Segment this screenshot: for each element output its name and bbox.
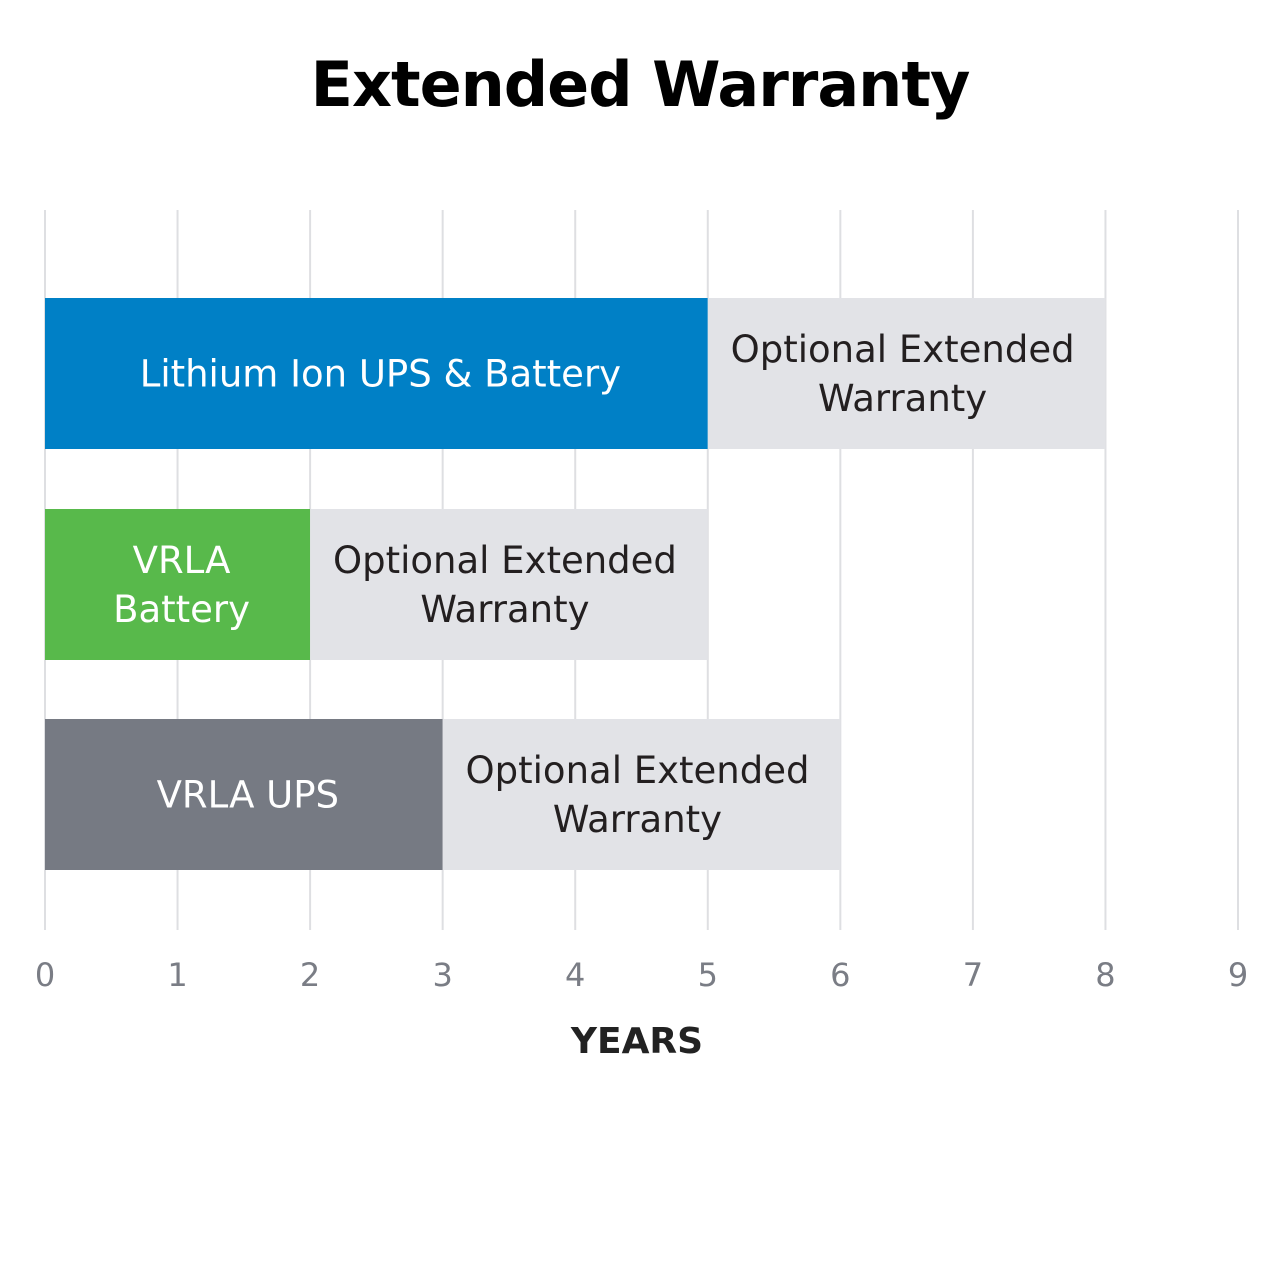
bar-standard-warranty bbox=[45, 509, 311, 660]
x-tick-label: 6 bbox=[830, 956, 850, 994]
x-axis-title: YEARS bbox=[570, 1021, 703, 1062]
chart-title: Extended Warranty bbox=[310, 48, 971, 121]
bar-label-standard: Lithium Ion UPS & Battery bbox=[140, 353, 621, 396]
x-axis-ticks: 0 1 2 3 4 5 6 7 8 9 bbox=[35, 956, 1248, 994]
x-tick-label: 5 bbox=[698, 956, 718, 994]
bar-standard-warranty bbox=[45, 298, 708, 449]
x-tick-label: 3 bbox=[432, 956, 452, 994]
bar-optional-extended-warranty bbox=[442, 719, 841, 870]
x-tick-label: 7 bbox=[963, 956, 983, 994]
bar-standard-warranty bbox=[45, 719, 443, 870]
x-tick-label: 8 bbox=[1095, 956, 1115, 994]
x-tick-label: 0 bbox=[35, 956, 55, 994]
x-tick-label: 2 bbox=[300, 956, 320, 994]
x-tick-label: 9 bbox=[1228, 956, 1248, 994]
bar-label-standard: VRLA UPS bbox=[157, 774, 339, 817]
bar-optional-extended-warranty bbox=[310, 509, 708, 660]
bar-optional-extended-warranty bbox=[707, 298, 1106, 449]
bars bbox=[45, 298, 1106, 870]
x-tick-label: 1 bbox=[167, 956, 187, 994]
x-tick-label: 4 bbox=[565, 956, 585, 994]
